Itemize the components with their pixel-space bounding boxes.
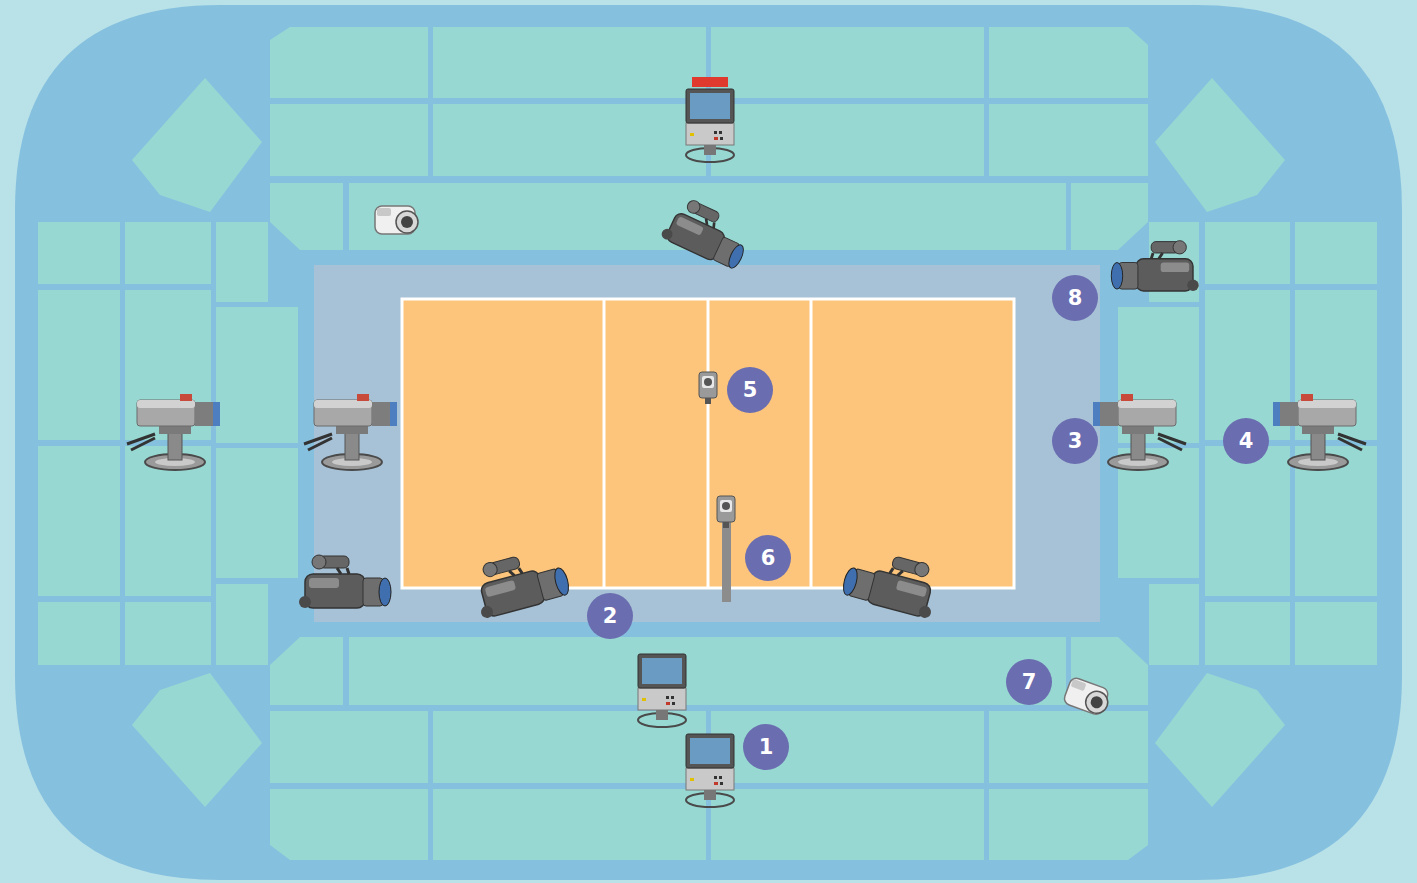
callout-label: 8 bbox=[1068, 288, 1083, 309]
callout-number: 7 bbox=[1006, 659, 1052, 705]
director-monitor bbox=[686, 77, 734, 162]
volleyball-court bbox=[402, 299, 1014, 588]
callout-number: 2 bbox=[587, 593, 633, 639]
handheld-camera bbox=[469, 544, 572, 619]
callout-label: 6 bbox=[761, 548, 776, 569]
camera-positions bbox=[127, 77, 1366, 807]
callout-label: 2 bbox=[603, 606, 618, 627]
callout-label: 5 bbox=[743, 380, 758, 401]
court-surround bbox=[314, 265, 1100, 622]
studio-camera bbox=[304, 394, 397, 470]
handheld-camera bbox=[660, 194, 755, 272]
action-camera bbox=[1063, 676, 1113, 717]
handheld-camera bbox=[299, 555, 391, 608]
callout-number: 8 bbox=[1052, 275, 1098, 321]
studio-camera bbox=[1273, 394, 1366, 470]
handheld-camera bbox=[840, 544, 943, 619]
arena-floor bbox=[15, 5, 1402, 880]
callout-label: 3 bbox=[1068, 431, 1083, 452]
handheld-camera bbox=[1111, 241, 1198, 291]
monitor-unit bbox=[638, 654, 686, 727]
studio-camera bbox=[127, 394, 220, 470]
callout-number: 4 bbox=[1223, 418, 1269, 464]
callout-number: 1 bbox=[743, 724, 789, 770]
monitor-unit bbox=[686, 734, 734, 807]
callout-number: 3 bbox=[1052, 418, 1098, 464]
callout-number: 6 bbox=[745, 535, 791, 581]
robotic-camera bbox=[699, 372, 717, 404]
callout-label: 1 bbox=[759, 737, 774, 758]
callout-label: 4 bbox=[1239, 431, 1254, 452]
pole-camera bbox=[717, 496, 735, 602]
seating-blocks bbox=[38, 27, 1377, 860]
studio-camera bbox=[1093, 394, 1186, 470]
court-lines bbox=[604, 299, 811, 588]
action-camera bbox=[375, 206, 418, 234]
callout-number: 5 bbox=[727, 367, 773, 413]
callout-label: 7 bbox=[1022, 672, 1037, 693]
